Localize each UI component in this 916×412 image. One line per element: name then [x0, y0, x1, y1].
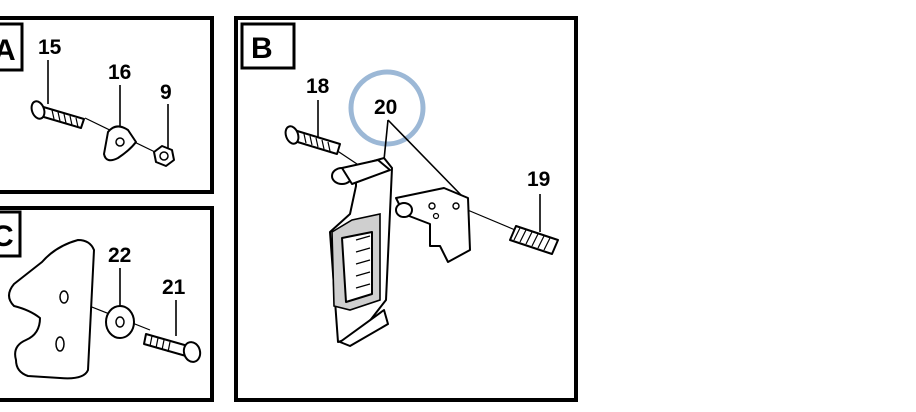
- leader-20a: [383, 119, 389, 161]
- callout-22: 22: [108, 244, 131, 267]
- callout-15: 15: [38, 36, 62, 59]
- panel-a: A 15 16 9: [0, 16, 214, 194]
- panel-a-frame: [0, 16, 214, 194]
- washer-22: [105, 305, 135, 339]
- panel-c-letter: C: [0, 220, 14, 253]
- panel-b-letter-box: B: [240, 22, 296, 70]
- callout-16: 16: [108, 61, 131, 84]
- panel-c-letter-box: C: [0, 210, 22, 258]
- callout-9: 9: [160, 81, 172, 104]
- leader-20b: [387, 119, 463, 197]
- callout-20: 20: [374, 96, 397, 119]
- panel-b: B 18 20 19: [234, 16, 578, 402]
- bracket-16: [103, 125, 137, 162]
- bracket-20: [395, 187, 471, 263]
- callout-19: 19: [527, 168, 550, 191]
- bolt-15: [30, 100, 85, 129]
- latch-handle: [329, 157, 393, 347]
- panel-c-frame: [0, 206, 214, 402]
- highlight-circle: [348, 69, 426, 147]
- nut-9: [153, 145, 175, 167]
- panel-a-letter: A: [0, 34, 16, 67]
- spring-19: [509, 225, 559, 255]
- panel-c: C 22 21: [0, 206, 214, 402]
- panel-b-frame: [234, 16, 578, 402]
- callout-18: 18: [306, 75, 330, 98]
- callout-21: 21: [162, 276, 186, 299]
- bolt-21: [143, 333, 202, 363]
- panel-b-letter: B: [251, 32, 273, 65]
- mounting-plate: [8, 239, 95, 380]
- bolt-18: [284, 125, 341, 155]
- panel-a-letter-box: A: [0, 22, 24, 72]
